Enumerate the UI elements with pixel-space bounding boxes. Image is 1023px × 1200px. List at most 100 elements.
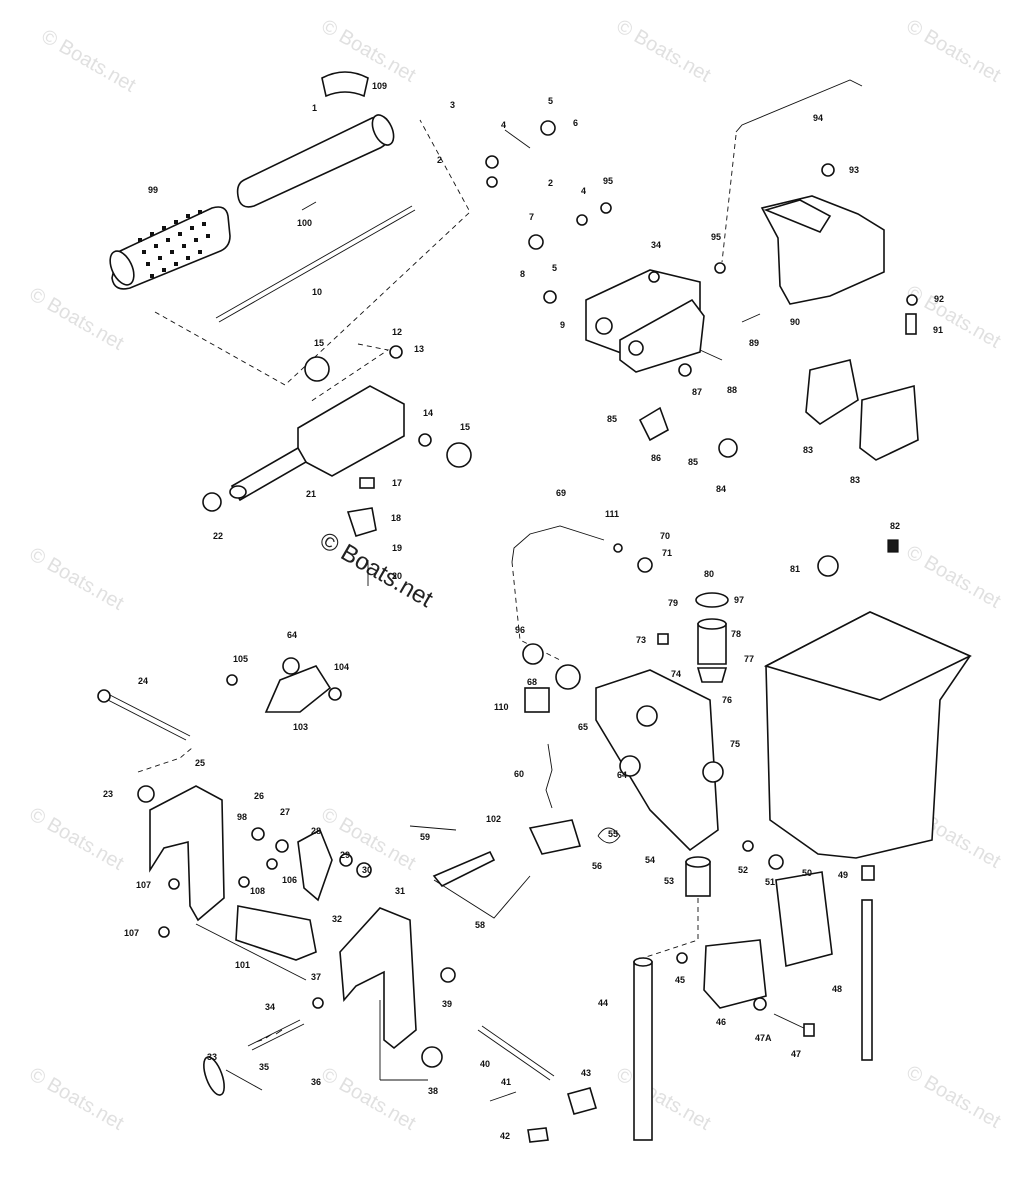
watermark-text: © Boats.net <box>38 25 140 97</box>
callout-label: 20 <box>392 571 402 581</box>
callout-label: 108 <box>250 886 265 896</box>
drive-shaft-group <box>633 856 815 1141</box>
watermark-text: © Boats.net <box>318 1063 420 1135</box>
callout-label: 94 <box>813 113 823 123</box>
callout-label: 96 <box>515 625 525 635</box>
callout-label: 48 <box>832 984 842 994</box>
callout-label: 111 <box>605 509 619 519</box>
housing-top-face <box>763 611 972 701</box>
swivel-bracket-group <box>504 79 863 458</box>
steering-cylinder-group <box>202 343 472 586</box>
callout-label: 95 <box>711 232 721 242</box>
callout-label: 71 <box>662 548 672 558</box>
callout-label: 85 <box>607 414 617 424</box>
grip-sleeve-part <box>321 71 369 98</box>
callout-label: 103 <box>293 722 308 732</box>
callout-label: 87 <box>692 387 702 397</box>
callout-label: 1 <box>312 103 317 113</box>
tube-part <box>633 961 653 1141</box>
watermark-text: © Boats.net <box>613 15 715 87</box>
callout-label: 58 <box>475 920 485 930</box>
exhaust-housing-group <box>742 539 972 1061</box>
callout-label: 52 <box>738 865 748 875</box>
screw-part <box>301 201 317 211</box>
callout-label: 15 <box>460 422 470 432</box>
callout-label: 99 <box>148 185 158 195</box>
rod-part <box>477 1029 551 1081</box>
callout-label: 98 <box>237 812 247 822</box>
callout-label: 2 <box>548 178 553 188</box>
callout-label: 69 <box>556 488 566 498</box>
link-rod-part <box>735 79 863 133</box>
clip-part <box>566 1087 598 1115</box>
assembly-outline <box>642 898 699 959</box>
yoke-part <box>432 850 496 888</box>
callout-label: 50 <box>802 868 812 878</box>
callout-label: 86 <box>651 453 661 463</box>
callout-label: 84 <box>716 484 726 494</box>
callout-label: 91 <box>933 325 943 335</box>
washer-part <box>251 827 265 841</box>
washer-part <box>543 290 557 304</box>
callout-label: 27 <box>280 807 290 817</box>
callout-label: 56 <box>592 861 602 871</box>
callout-label: 9 <box>560 320 565 330</box>
assembly-outline <box>511 561 561 661</box>
bolt-part <box>773 1013 809 1031</box>
shaft-part <box>861 899 873 1061</box>
callout-label: 54 <box>645 855 655 865</box>
callout-label: 5 <box>548 96 553 106</box>
ring-part <box>202 492 222 512</box>
nut-part <box>486 176 498 188</box>
washer-part <box>742 840 754 852</box>
rod-part <box>409 825 457 831</box>
callout-label: 83 <box>803 445 813 455</box>
watermarks: © Boats.net © Boats.net © Boats.net © Bo… <box>26 15 1005 1135</box>
cover-part <box>859 384 919 461</box>
assembly-outline <box>154 119 471 386</box>
block-part <box>359 477 375 489</box>
callout-label: 15 <box>314 338 324 348</box>
nut-part <box>238 876 250 888</box>
callout-label: 107 <box>124 928 139 938</box>
callout-label: 38 <box>428 1086 438 1096</box>
callout-label: 53 <box>664 876 674 886</box>
clamp-bracket-part <box>149 785 225 922</box>
nut-part <box>676 952 688 964</box>
callout-label: 44 <box>598 998 608 1008</box>
nut-part <box>906 294 918 306</box>
nut-part <box>168 878 180 890</box>
callout-label: 29 <box>340 850 350 860</box>
grip-handle-end <box>109 250 135 286</box>
callout-label: 14 <box>423 408 433 418</box>
callout-label: 31 <box>395 886 405 896</box>
callout-label: 30 <box>362 865 372 875</box>
callout-label: 109 <box>372 81 387 91</box>
callout-label: 36 <box>311 1077 321 1087</box>
callout-label: 18 <box>391 513 401 523</box>
watermark-text: © Boats.net <box>903 541 1005 613</box>
housing-part <box>760 195 885 305</box>
callout-label: 74 <box>671 669 681 679</box>
callout-label: 42 <box>500 1131 510 1141</box>
callout-label: 39 <box>442 999 452 1009</box>
spring-part <box>545 743 553 809</box>
callout-label: 26 <box>254 791 264 801</box>
callout-label: 65 <box>578 722 588 732</box>
nut-part <box>600 202 612 214</box>
washer-part <box>275 839 289 853</box>
callout-label: 82 <box>890 521 900 531</box>
callout-label: 43 <box>581 1068 591 1078</box>
plate-part <box>264 665 332 713</box>
callout-label: 45 <box>675 975 685 985</box>
callout-label: 2 <box>437 155 442 165</box>
center-watermark: © Boats.net <box>315 527 438 613</box>
callout-label: 6 <box>573 118 578 128</box>
rod-part <box>215 205 413 319</box>
callout-label: 83 <box>850 475 860 485</box>
callout-label: 110 <box>494 702 509 712</box>
assembly-outline <box>137 747 193 773</box>
sleeve-part <box>697 623 727 665</box>
bolt-head <box>678 363 692 377</box>
